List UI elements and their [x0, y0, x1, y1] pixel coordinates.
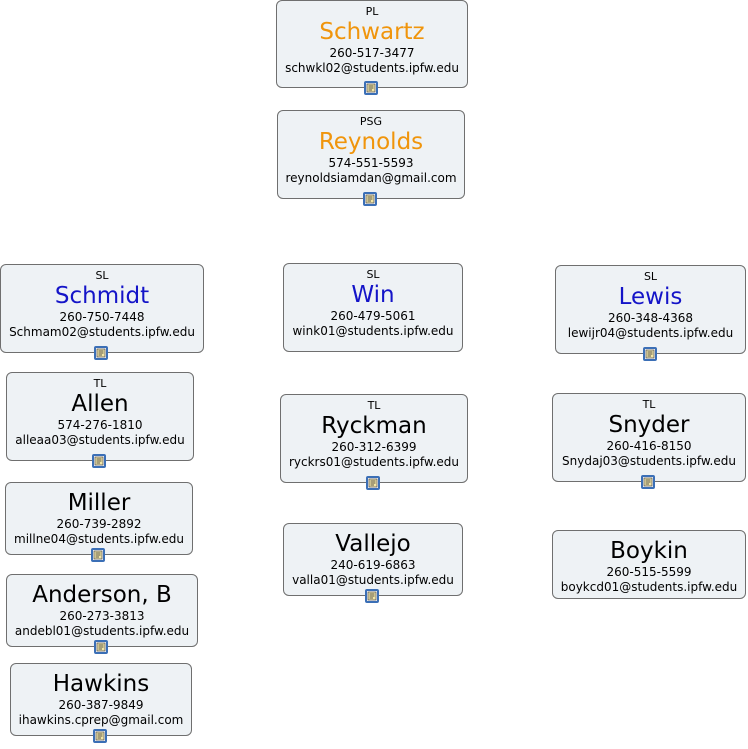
document-icon[interactable]	[363, 192, 377, 206]
card-email: ihawkins.cprep@gmail.com	[18, 713, 184, 727]
card-role: SL	[95, 269, 109, 282]
card-phone: 260-416-8150	[606, 439, 692, 453]
card-name: Lewis	[618, 284, 683, 310]
card-role: TL	[93, 377, 107, 390]
card-name: Hawkins	[52, 671, 150, 697]
card-phone: 574-276-1810	[57, 418, 143, 432]
card-role: TL	[367, 399, 381, 412]
card-name: Win	[351, 282, 395, 308]
card-phone: 260-479-5061	[330, 309, 416, 323]
card-name: Reynolds	[318, 129, 424, 155]
card-name: Ryckman	[321, 413, 427, 439]
card-name: Anderson, B	[32, 582, 172, 608]
card-phone: 260-312-6399	[331, 440, 417, 454]
card-name: Vallejo	[335, 531, 411, 557]
card-name: Miller	[67, 490, 131, 516]
card-phone: 260-348-4368	[607, 311, 693, 325]
card-role: PSG	[359, 115, 383, 128]
document-icon[interactable]	[94, 640, 108, 654]
card-role: SL	[643, 270, 658, 283]
card-email: millne04@students.ipfw.edu	[14, 532, 184, 546]
card-phone: 260-517-3477	[329, 46, 415, 60]
card-email: ryckrs01@students.ipfw.edu	[288, 455, 460, 469]
document-icon[interactable]	[94, 346, 108, 360]
document-icon[interactable]	[642, 347, 657, 361]
card-phone: 260-387-9849	[58, 698, 144, 712]
document-icon[interactable]	[364, 81, 378, 95]
card-role: PL	[365, 5, 379, 18]
card-phone: 260-750-7448	[59, 310, 145, 324]
card-email: reynoldsiamdan@gmail.com	[285, 171, 457, 185]
card-email: Schmam02@students.ipfw.edu	[9, 325, 195, 339]
card-email: lewijr04@students.ipfw.edu	[567, 326, 734, 340]
card-email: valla01@students.ipfw.edu	[292, 573, 454, 587]
card-phone: 260-739-2892	[56, 517, 142, 531]
card-email: andebl01@students.ipfw.edu	[14, 624, 190, 638]
document-icon[interactable]	[91, 548, 105, 562]
card-name: Schwartz	[319, 19, 425, 45]
card-phone: 260-515-5599	[606, 565, 692, 579]
card-name: Boykin	[610, 538, 688, 564]
card-email: wink01@students.ipfw.edu	[292, 324, 454, 338]
document-icon[interactable]	[366, 476, 380, 490]
card-role: SL	[366, 268, 380, 281]
card-phone: 240-619-6863	[330, 558, 416, 572]
card-email: alleaa03@students.ipfw.edu	[15, 433, 185, 447]
document-icon[interactable]	[93, 729, 107, 743]
card-phone: 260-273-3813	[59, 609, 145, 623]
card-role: TL	[642, 398, 656, 411]
card-name: Allen	[71, 391, 129, 417]
card-email: schwkl02@students.ipfw.edu	[285, 61, 459, 75]
document-icon[interactable]	[365, 589, 379, 603]
card-name: Schmidt	[54, 283, 150, 309]
card-phone: 574-551-5593	[328, 156, 414, 170]
card-email: Snydaj03@students.ipfw.edu	[562, 454, 736, 468]
card-email: boykcd01@students.ipfw.edu	[560, 580, 738, 594]
document-icon[interactable]	[92, 454, 106, 468]
card-name: Snyder	[608, 412, 690, 438]
document-icon[interactable]	[641, 475, 655, 489]
